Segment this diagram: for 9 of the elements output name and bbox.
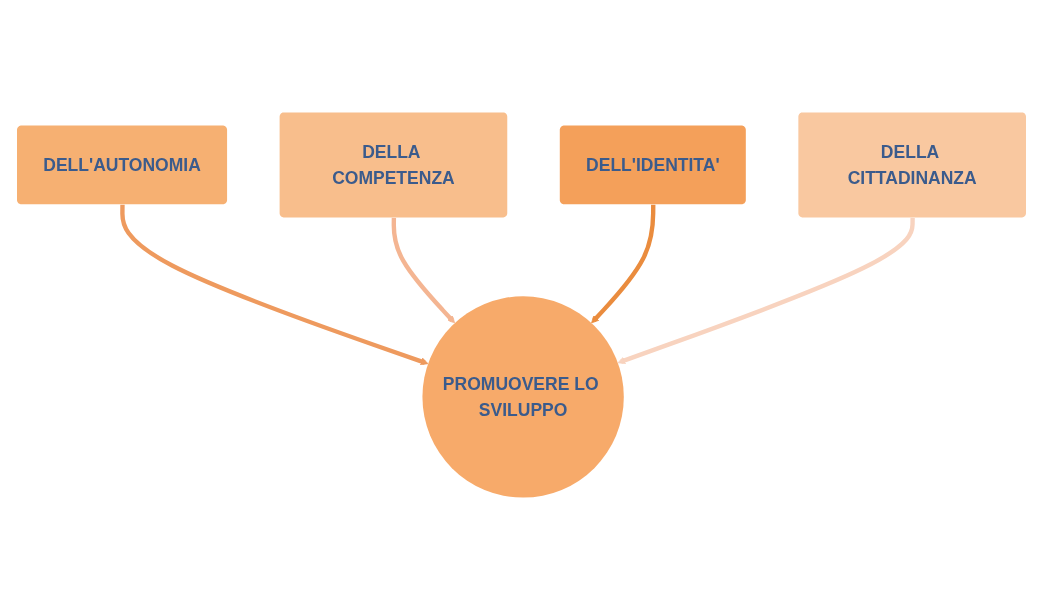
node-circle: PROMUOVERE LO SVILUPPO: [422, 296, 624, 498]
arrow: [617, 217, 915, 365]
node-box: DELLA CITTADINANZA: [798, 112, 1026, 218]
arrow: [591, 204, 656, 324]
node-box: DELL'IDENTITA': [559, 125, 746, 205]
node-box: DELL'AUTONOMIA: [17, 125, 228, 205]
arrow: [120, 204, 429, 366]
node-box: DELLA COMPETENZA: [279, 112, 508, 218]
arrow: [391, 217, 456, 324]
